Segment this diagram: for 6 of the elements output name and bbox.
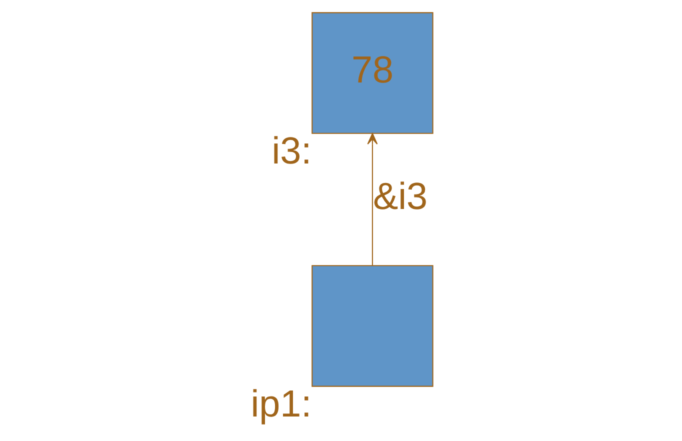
node-box: 78 xyxy=(311,12,433,134)
node-box xyxy=(311,265,433,387)
arrow xyxy=(366,133,378,266)
edge-label: &i3 xyxy=(372,176,428,218)
node-label: i3: xyxy=(271,130,312,173)
node-label: ip1: xyxy=(250,384,312,426)
